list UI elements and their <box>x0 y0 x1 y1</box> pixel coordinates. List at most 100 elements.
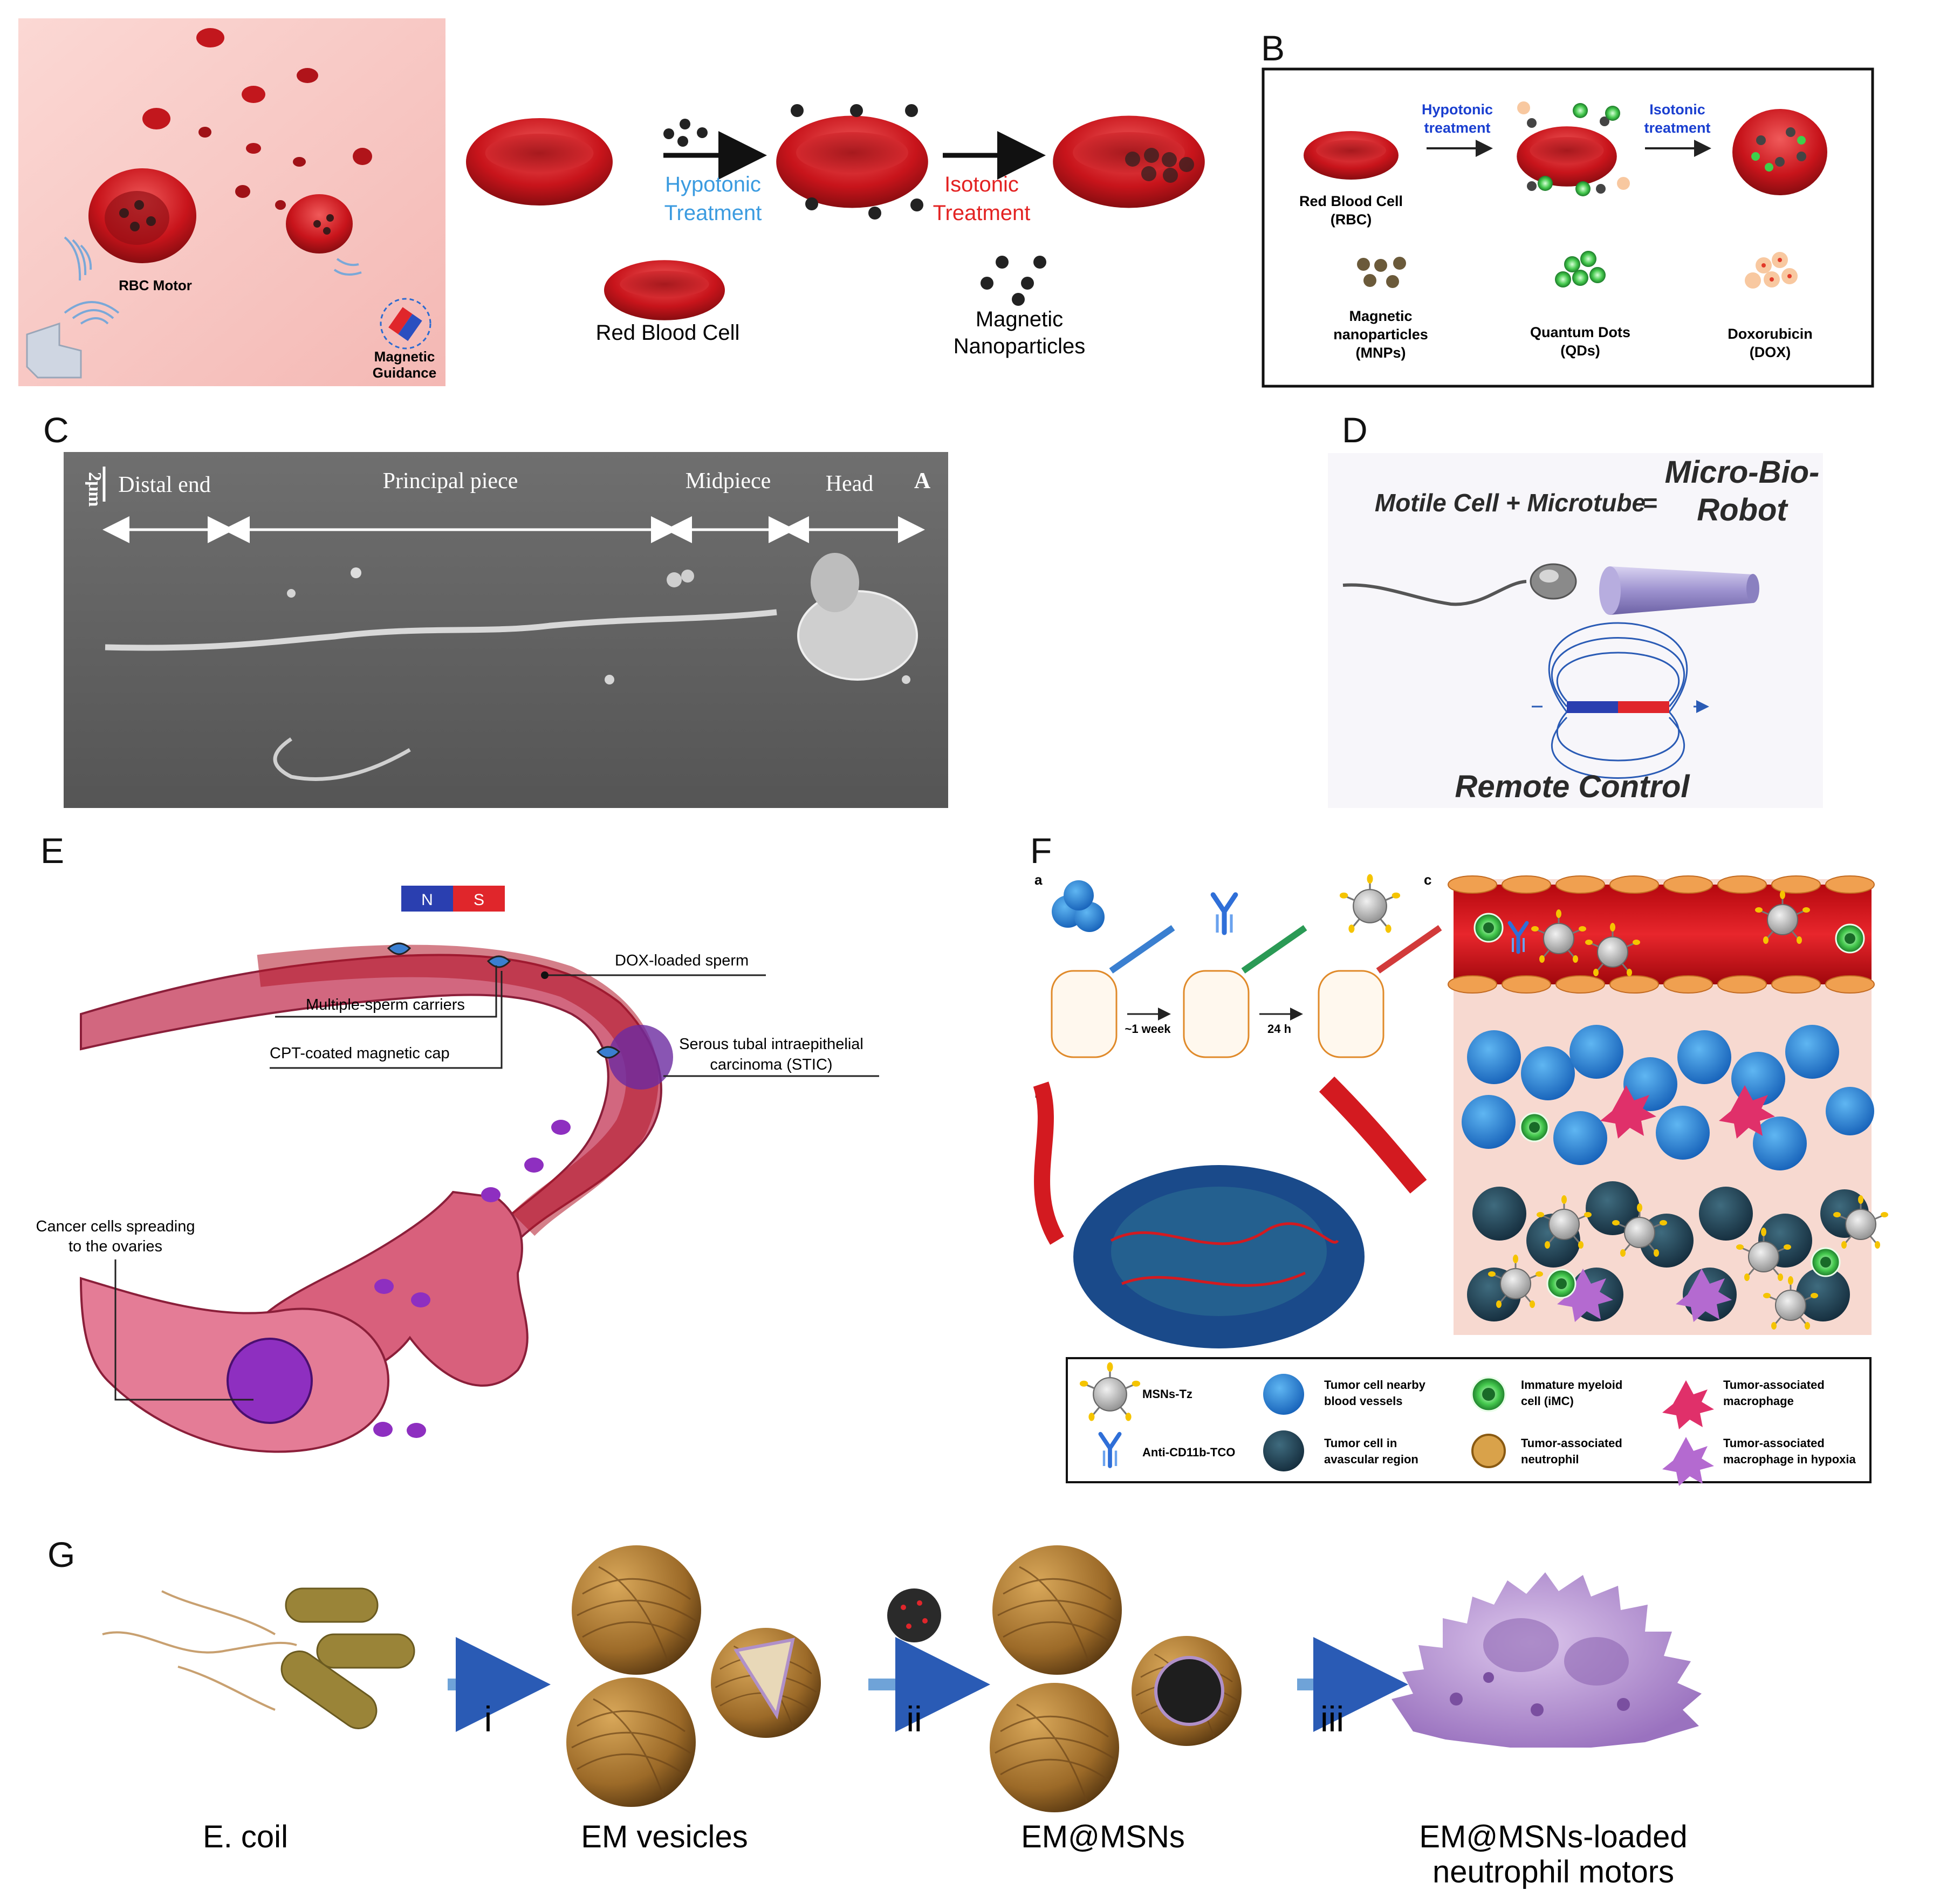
legend-neutrophil-1: Tumor-associated <box>1521 1436 1622 1450</box>
isotonic-label-1: Isotonic <box>944 173 1019 196</box>
panel-e-letter: E <box>40 831 64 871</box>
panel-b-letter: B <box>1261 28 1285 68</box>
dox-b-label-1: Doxorubicin <box>1728 326 1813 342</box>
rbc-swollen <box>776 115 928 208</box>
micro-bio-robot-diagram <box>1328 453 1823 808</box>
sub-a-label: a <box>1034 872 1043 888</box>
em-vesicle <box>571 1544 702 1676</box>
panel-d-letter: D <box>1342 410 1368 450</box>
isotonic-label-2: Treatment <box>933 201 1031 225</box>
mnps-label-2: nanoparticles <box>1333 326 1428 343</box>
rbc-b-initial <box>1304 131 1399 180</box>
hypotonic-label-1: Hypotonic <box>665 173 761 196</box>
legend-macrophage-hypoxia-2: macrophage in hypoxia <box>1723 1453 1856 1466</box>
legend-tumor-vessel-1: Tumor cell nearby <box>1324 1378 1426 1392</box>
remote-control-label: Remote Control <box>1455 769 1691 804</box>
sperm-icon <box>1342 580 1527 606</box>
dox-sperm-label: DOX-loaded sperm <box>615 952 749 969</box>
cpt-cap-label: CPT-coated magnetic cap <box>270 1045 450 1062</box>
rbc-b-label-1: Red Blood Cell <box>1299 193 1403 209</box>
step-i: i <box>484 1699 492 1739</box>
rbc-b-loaded <box>1732 109 1827 195</box>
panel-e: E N S DOX-loaded sperm Multiple-sperm ca… <box>36 831 879 1453</box>
legend-neutrophil-2: neutrophil <box>1521 1453 1579 1466</box>
rbc-initial <box>466 118 613 206</box>
ecoli-label: E. coil <box>203 1819 288 1854</box>
ovary-tumor <box>227 1338 313 1424</box>
qds-label-2: (QDs) <box>1560 343 1600 359</box>
magnetic-nanoparticles-label-2: Nanoparticles <box>954 334 1086 358</box>
panel-b: B Red Blood Cell (RBC) Hypotonic treatme… <box>1261 28 1874 388</box>
legend-macrophage-1: Tumor-associated <box>1723 1378 1825 1392</box>
spread-label-1: Cancer cells spreading <box>36 1218 195 1235</box>
mnps-label-1: Magnetic <box>1349 308 1412 324</box>
panel-f-letter: F <box>1030 831 1052 871</box>
em-msns-label: EM@MSNs <box>1021 1819 1185 1854</box>
distal-end-label: Distal end <box>118 472 210 497</box>
panel-g: G i ii iii E. coil EM vesicles EM@MSNs E… <box>47 1535 1702 1889</box>
spread-label-2: to the ovaries <box>68 1238 162 1255</box>
magnet-south <box>453 886 505 912</box>
dox-b-label-2: (DOX) <box>1750 344 1791 360</box>
legend-macrophage-2: macrophage <box>1723 1394 1794 1408</box>
rbc-motor-label: RBC Motor <box>119 277 192 293</box>
panel-g-letter: G <box>47 1535 75 1574</box>
legend-tumor-avascular-1: Tumor cell in <box>1324 1436 1397 1450</box>
corner-letter: A <box>914 469 931 494</box>
midpiece-label: Midpiece <box>686 469 771 494</box>
panel-f-legend <box>1066 1357 1872 1483</box>
magnet-north <box>401 886 453 912</box>
legend-imc-2: cell (iMC) <box>1521 1394 1574 1408</box>
rbc-motor-illustration <box>18 18 445 386</box>
magnetic-guidance-label-2: Guidance <box>373 365 436 381</box>
south-label: S <box>474 891 484 909</box>
head-label: Head <box>826 471 874 496</box>
magnetic-nanoparticles-label-1: Magnetic <box>976 307 1063 331</box>
em-msn <box>991 1544 1123 1676</box>
panel-d: D Motile Cell + Microtube = Micro-Bio- R… <box>1328 410 1823 808</box>
motors-label-2: neutrophil motors <box>1432 1854 1674 1889</box>
magnetic-guidance-label-1: Magnetic <box>374 348 435 365</box>
panel-c-letter: C <box>43 410 69 450</box>
bacterium <box>285 1587 379 1623</box>
legend-tumor-avascular-2: avascular region <box>1324 1453 1418 1466</box>
msn-particle <box>887 1588 941 1642</box>
legend-macrophage-hypoxia-1: Tumor-associated <box>1723 1436 1825 1450</box>
microtube-icon <box>1610 566 1753 615</box>
legend-imc-1: Immature myeloid <box>1521 1378 1622 1392</box>
motors-label-1: EM@MSNs-loaded <box>1419 1819 1687 1854</box>
hypotonic-b-label-2: treatment <box>1424 120 1490 136</box>
result-label-2: Robot <box>1697 492 1788 528</box>
legend-tumor-vessel-2: blood vessels <box>1324 1394 1403 1408</box>
hypotonic-b-label-1: Hypotonic <box>1422 101 1493 118</box>
hours-label: 24 h <box>1267 1022 1291 1036</box>
week-label: ~1 week <box>1125 1022 1171 1036</box>
stic-label-1: Serous tubal intraepithelial <box>679 1036 863 1053</box>
panel-a: A RBC Motor Magnetic Guidance Hypotonic … <box>18 18 1205 386</box>
sub-c-label: c <box>1424 872 1431 888</box>
scale-bar-label: 2μm <box>85 472 105 507</box>
panel-c: C 2μm Distal end Principal piece Midpiec… <box>43 410 948 808</box>
principal-piece-label: Principal piece <box>383 469 518 494</box>
qds-label-1: Quantum Dots <box>1530 324 1630 340</box>
equals-sign: = <box>1643 489 1658 517</box>
rbc-b-label-2: (RBC) <box>1331 211 1372 228</box>
rbc-b-swollen <box>1517 126 1617 187</box>
em-vesicles-label: EM vesicles <box>581 1819 748 1854</box>
hypotonic-label-2: Treatment <box>664 201 762 225</box>
result-label-1: Micro-Bio- <box>1665 455 1820 490</box>
rbc-legend-icon <box>604 260 725 320</box>
panel-f: F a b c ~1 week 24 h MSNs-Tz Anti-CD11b <box>1030 831 1889 1486</box>
isotonic-b-label-2: treatment <box>1644 120 1710 136</box>
north-label: N <box>421 891 433 909</box>
isotonic-b-label-1: Isotonic <box>1649 101 1705 118</box>
magnet-icon <box>380 298 431 350</box>
step-iii: iii <box>1320 1699 1344 1739</box>
mnps-label-3: (MNPs) <box>1356 345 1406 361</box>
magnet-field-icon <box>1532 622 1704 779</box>
legend-anti: Anti-CD11b-TCO <box>1142 1446 1235 1459</box>
red-blood-cell-label: Red Blood Cell <box>596 321 740 345</box>
legend-msns: MSNs-Tz <box>1142 1387 1192 1401</box>
step-ii: ii <box>906 1699 922 1739</box>
